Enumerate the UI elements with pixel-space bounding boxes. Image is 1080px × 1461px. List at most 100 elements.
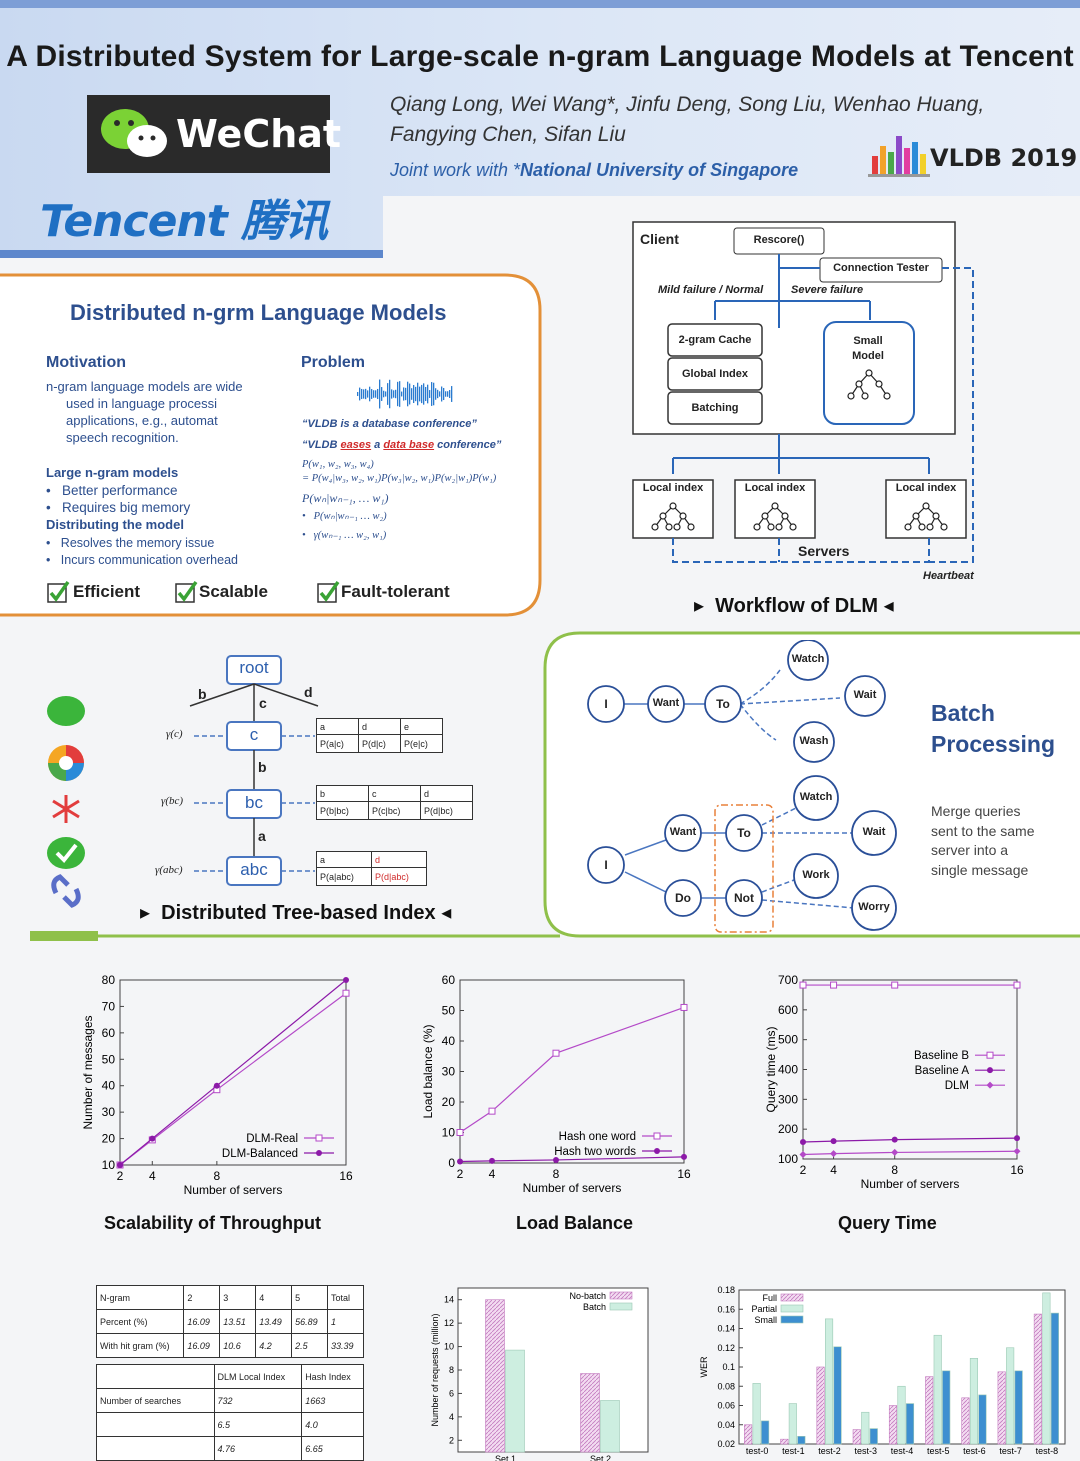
check-bubble-icon [47,837,85,869]
series-line [802,1150,1018,1156]
equations: P(w₁, w₂, w₃, w₄) = P(w₄|w₃, w₂, w₁)P(w₃… [302,459,497,541]
bar [761,1420,770,1445]
problem-title: Problem [301,354,366,371]
y-tick-label: 0.04 [717,1420,735,1430]
table-cell: 6.5 [213,1412,303,1437]
legend-label: Small [754,1315,777,1325]
y-tick-label: 50 [442,1004,456,1018]
data-point [457,1158,463,1165]
table-cell: 4.2 [255,1333,293,1358]
table-cell: 56.89 [291,1309,329,1334]
table-cell: 2 [183,1285,221,1310]
tree-node-c: c [249,725,259,744]
x-tick-label: 2 [800,1163,807,1177]
legend-label: Hash two words [554,1146,636,1158]
x-tick-label: test-7 [999,1446,1022,1456]
mild-failure-label: Mild failure / Normal [658,284,764,296]
y-tick-label: 0.18 [717,1285,735,1295]
severe-failure-label: Severe failure [791,284,864,296]
y-axis-label: Query time (ms) [764,1026,778,1112]
y-tick-label: 30 [102,1105,116,1119]
x-tick-label: 2 [457,1167,464,1181]
local-index-3: Local index [895,482,957,494]
data-point [488,1107,496,1115]
table-cell: 13.51 [219,1309,257,1334]
y-tick-label: 20 [442,1095,456,1109]
quote-1: “VLDB is a database conference” [302,418,477,430]
x-tick-label: 8 [214,1169,221,1183]
cache-box: 2-gram Cache [678,334,752,346]
x-tick-label: 4 [489,1167,496,1181]
bar [1033,1313,1042,1445]
series-line [119,979,347,1166]
data-point [1014,1135,1020,1142]
table-cell: N-gram [95,1285,185,1310]
checkbox-icon [47,580,70,603]
top-word-label: Watch [791,653,825,665]
bottom-word-label: Watch [799,791,833,803]
bar [852,1429,861,1445]
legend-label: Baseline A [915,1065,970,1077]
y-tick-label: 0.02 [717,1439,735,1449]
edge-label: c [259,695,267,711]
data-point [1013,1147,1021,1155]
list-item: • Requires big memory [46,500,191,515]
x-tick-label: test-6 [963,1446,986,1456]
legend-label: Hash one word [559,1131,636,1143]
check-scalable: Scalable [174,580,268,604]
rescore-box: Rescore() [753,234,805,246]
word-node [851,810,897,856]
data-point [891,981,899,989]
y-tick-label: 40 [442,1034,456,1048]
word-node [793,721,835,763]
y-tick-label: 30 [442,1065,456,1079]
y-tick-label: 0.12 [717,1343,735,1353]
word-node [725,879,763,917]
x-tick-label: 8 [891,1163,898,1177]
table-cell: 732 [213,1388,303,1413]
bar [580,1373,600,1453]
legend-label: DLM [945,1080,969,1092]
checkbox-icon [175,580,198,603]
y-tick-label: 80 [102,973,116,987]
table-cell: 2.5 [291,1333,329,1358]
data-point [830,1138,837,1145]
table-cell [96,1412,215,1437]
x-tick-label: test-4 [891,1446,914,1456]
batching-box: Batching [691,402,739,414]
vldb-skyline-icon [868,136,930,177]
bar [1006,1347,1015,1445]
bar [752,1383,761,1445]
top-word-label: Want [652,697,680,709]
table-cell: 1663 [301,1388,364,1413]
data-point [342,989,350,997]
bar [825,1318,834,1445]
y-tick-label: 10 [102,1158,116,1172]
x-tick-label: 16 [1010,1163,1024,1177]
y-tick-label: 0 [448,1156,455,1170]
y-axis-label: Number of messages [81,1015,95,1129]
top-bar [0,0,1080,8]
word-node [844,675,886,717]
table-cell [96,1436,215,1461]
wechat-wordmark: WeChat [176,112,342,156]
x-tick-label: Set 1 [495,1454,516,1461]
bar [997,1371,1006,1445]
data-point [986,1081,994,1089]
table-cell: 1 [327,1309,364,1334]
wechat-bubbles-icon [101,109,167,157]
table-cell: 4 [255,1285,293,1310]
bottom-word-label: I [604,858,608,872]
local-index-1: Local index [642,482,704,494]
table-cell: 16.09 [183,1333,221,1358]
bar [888,1405,898,1445]
bottom-word-label: Worry [858,901,890,913]
x-tick-label: 2 [117,1169,124,1183]
workflow-caption: ▸ Workflow of DLM ◂ [694,595,894,617]
legend-label: Full [762,1293,777,1303]
wechat-logo [87,95,330,173]
table-cell: DLM Local Index [213,1364,303,1389]
